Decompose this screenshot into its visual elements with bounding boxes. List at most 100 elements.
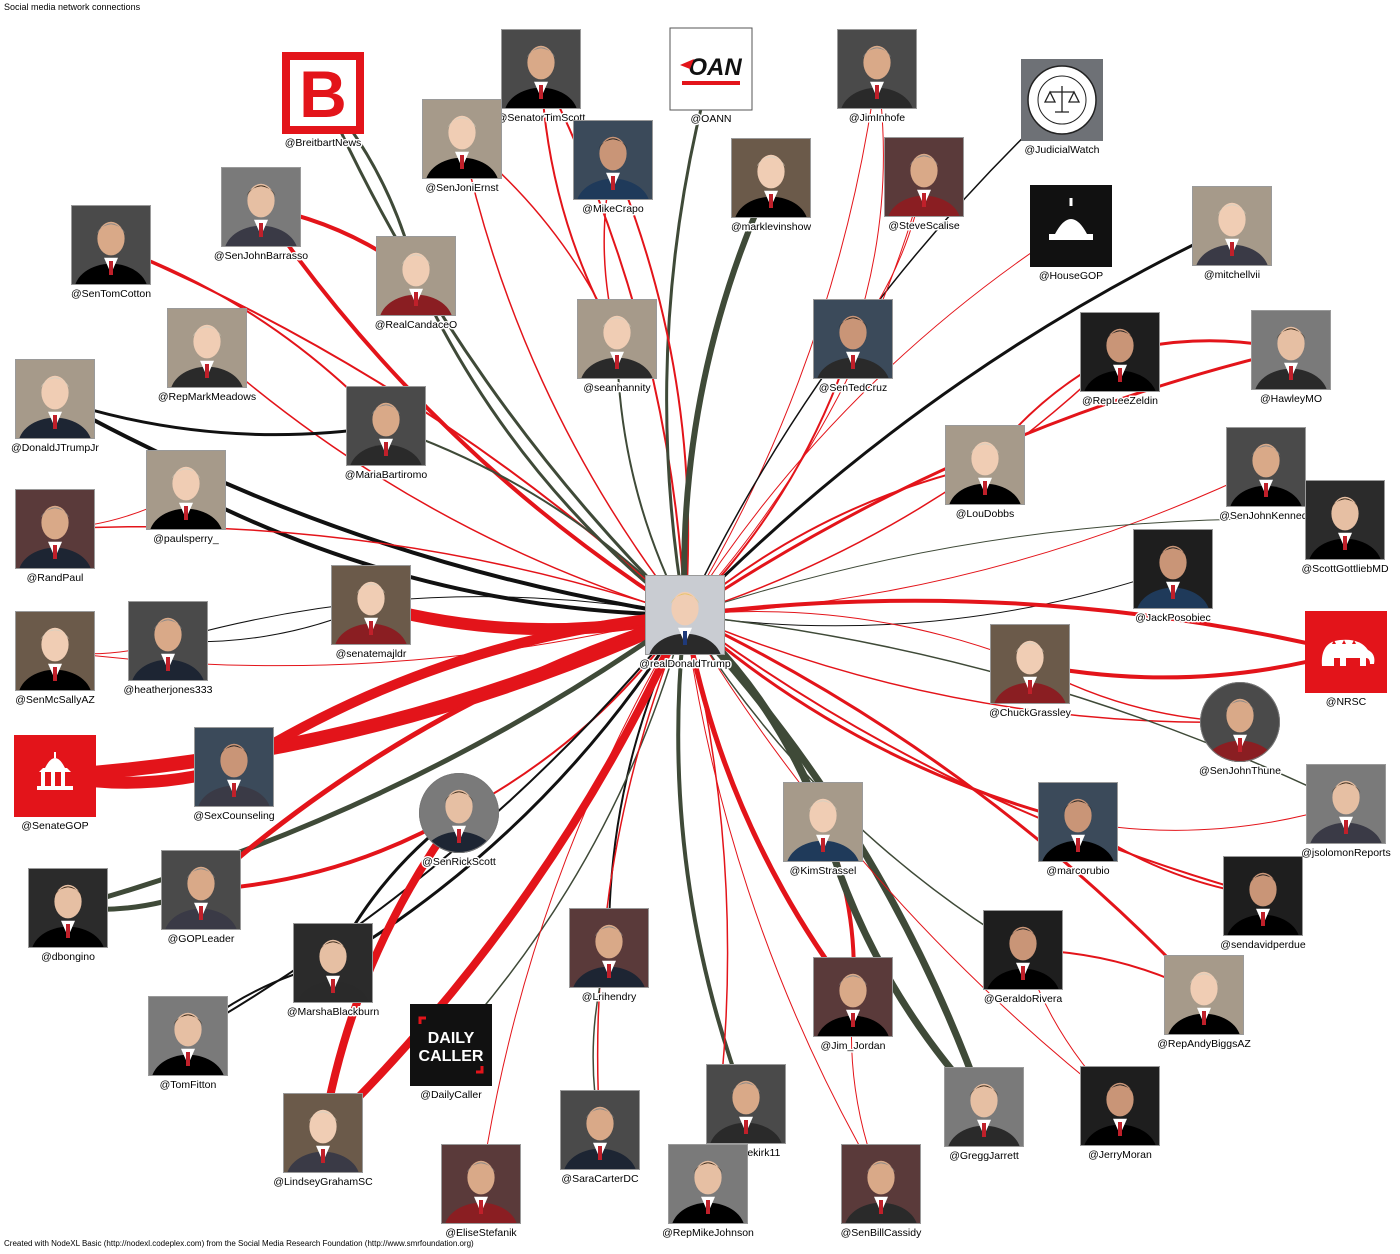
node-GreggJarrett[interactable]: @GreggJarrett (944, 1067, 1024, 1180)
node-label: @SenRickScott (422, 856, 496, 868)
edge-realDonaldTrump-heatherjones333 (167, 596, 686, 642)
node-SenateGOP[interactable]: @SenateGOP (14, 735, 96, 834)
logo-wordmark: OAN (688, 54, 742, 81)
edge-realDonaldTrump-DonaldJTrumpJr (53, 397, 687, 617)
edge-realDonaldTrump-EliseStefanik (480, 614, 686, 1185)
node-HawleyMO[interactable]: @HawleyMO (1251, 310, 1331, 423)
node-DonaldJTrumpJr[interactable]: @DonaldJTrumpJr (10, 359, 101, 472)
node-MikeCrapo[interactable]: @MikeCrapo (573, 120, 653, 233)
edge-realDonaldTrump-RandPaul (54, 526, 686, 616)
portrait-icon (71, 205, 151, 285)
node-label: @GOPLeader (168, 933, 235, 945)
node-RepMarkMeadows[interactable]: @RepMarkMeadows (156, 308, 258, 421)
node-ChuckGrassley[interactable]: @ChuckGrassley (988, 624, 1073, 737)
node-JimInhofe[interactable]: @JimInhofe (837, 29, 917, 142)
portrait-icon (161, 850, 241, 930)
node-SaraCarterDC[interactable]: @SaraCarterDC (560, 1090, 640, 1203)
node-OANN[interactable]: OAN@OANN (669, 27, 753, 127)
portrait-icon (813, 299, 893, 379)
edge-NRSC-ChuckGrassley (1028, 650, 1348, 680)
portrait-icon (837, 29, 917, 109)
portrait-icon (1164, 955, 1244, 1035)
node-MarshaBlackburn[interactable]: @MarshaBlackburn (285, 923, 381, 1036)
node-realDonaldTrump[interactable]: @realDonaldTrump (638, 575, 732, 688)
node-KimStrassel[interactable]: @KimStrassel (783, 782, 863, 895)
node-SenBillCassidy[interactable]: @SenBillCassidy (839, 1144, 924, 1254)
node-GeraldoRivera[interactable]: @GeraldoRivera (982, 910, 1064, 1023)
capitol-dome-icon (1030, 185, 1112, 267)
node-SenTomCotton[interactable]: @SenTomCotton (69, 205, 153, 318)
node-SenJoniErnst[interactable]: @SenJoniErnst (422, 99, 502, 212)
footer-credit: Created with NodeXL Basic (http://nodexl… (4, 1239, 474, 1248)
portrait-icon (945, 425, 1025, 505)
node-label: @RepAndyBiggsAZ (1157, 1038, 1251, 1050)
portrait-icon (15, 489, 95, 569)
node-marklevinshow[interactable]: @marklevinshow (729, 138, 813, 251)
node-RepMikeJohnson[interactable]: @RepMikeJohnson (661, 1144, 756, 1254)
edge-realDonaldTrump-BreitbartNews (321, 91, 687, 617)
portrait-icon (569, 908, 649, 988)
node-label: @seanhannity (583, 382, 651, 394)
portrait-icon (1192, 186, 1272, 266)
portrait-icon (346, 386, 426, 466)
node-SenTedCruz[interactable]: @SenTedCruz (813, 299, 893, 412)
node-JackPosobiec[interactable]: @JackPosobiec (1133, 529, 1213, 642)
node-label: @DonaldJTrumpJr (11, 442, 99, 454)
node-RepAndyBiggsAZ[interactable]: @RepAndyBiggsAZ (1156, 955, 1253, 1068)
node-label: @SenMcSallyAZ (15, 694, 95, 706)
node-Jim_Jordan[interactable]: @Jim_Jordan (813, 957, 893, 1070)
node-LouDobbs[interactable]: @LouDobbs (945, 425, 1025, 538)
node-jsolomonReports[interactable]: @jsolomonReports (1300, 764, 1392, 877)
node-label: @SexCounseling (193, 810, 274, 822)
edge-realDonaldTrump-RealCandaceO (414, 274, 687, 617)
node-mitchellvii[interactable]: @mitchellvii (1192, 186, 1272, 299)
node-seanhannity[interactable]: @seanhannity (577, 299, 657, 412)
node-SexCounseling[interactable]: @SexCounseling (192, 727, 276, 840)
node-marcorubio[interactable]: @marcorubio (1038, 782, 1118, 895)
node-SteveScalise[interactable]: @SteveScalise (884, 137, 964, 250)
node-senatemajldr[interactable]: @senatemajldr (331, 565, 411, 678)
node-TomFitton[interactable]: @TomFitton (148, 996, 228, 1109)
node-BreitbartNews[interactable]: B@BreitbartNews (282, 52, 364, 151)
node-ScottGottliebMD[interactable]: @ScottGottliebMD (1300, 480, 1390, 593)
edge-realDonaldTrump-Jim_Jordan (682, 612, 856, 1000)
node-SenJohnThune[interactable]: @SenJohnThune (1198, 682, 1283, 795)
node-label: @KimStrassel (790, 865, 857, 877)
edge-realDonaldTrump-RepMarkMeadows (206, 347, 686, 616)
node-label: @SenBillCassidy (841, 1227, 922, 1239)
node-SenMcSallyAZ[interactable]: @SenMcSallyAZ (14, 611, 97, 724)
node-HouseGOP[interactable]: @HouseGOP (1030, 185, 1112, 284)
node-label: @JerryMoran (1088, 1149, 1152, 1161)
node-paulsperry_[interactable]: @paulsperry_ (146, 450, 226, 563)
node-JudicialWatch[interactable]: @JudicialWatch (1021, 59, 1103, 158)
portrait-icon (1251, 310, 1331, 390)
node-RealCandaceO[interactable]: @RealCandaceO (373, 236, 459, 349)
portrait-icon (645, 575, 725, 655)
portrait-icon (983, 910, 1063, 990)
portrait-icon (1200, 682, 1280, 762)
logo-wordmark-line: DAILY (428, 1030, 475, 1047)
node-NRSC[interactable]: @NRSC (1305, 611, 1387, 710)
node-SenJohnKennedy[interactable]: @SenJohnKennedy (1218, 427, 1315, 540)
node-SenRickScott[interactable]: @SenRickScott (419, 773, 499, 886)
node-JerryMoran[interactable]: @JerryMoran (1080, 1066, 1160, 1179)
node-SenJohnBarrasso[interactable]: @SenJohnBarrasso (212, 167, 310, 280)
node-label: @SaraCarterDC (561, 1173, 639, 1185)
node-EliseStefanik[interactable]: @EliseStefanik (441, 1144, 521, 1254)
node-SenatorTimScott[interactable]: @SenatorTimScott (495, 29, 587, 142)
node-GOPLeader[interactable]: @GOPLeader (161, 850, 241, 963)
node-dbongino[interactable]: @dbongino (28, 868, 108, 981)
node-RepLeeZeldin[interactable]: @RepLeeZeldin (1080, 312, 1160, 425)
node-label: @GreggJarrett (949, 1150, 1019, 1162)
node-MariaBartiromo[interactable]: @MariaBartiromo (343, 386, 429, 499)
judicial-watch-seal-icon (1021, 59, 1103, 141)
node-RandPaul[interactable]: @RandPaul (15, 489, 95, 602)
portrait-icon (573, 120, 653, 200)
portrait-icon (1226, 427, 1306, 507)
node-Lrihendry[interactable]: @Lrihendry (569, 908, 649, 1021)
node-sendavidperdue[interactable]: @sendavidperdue (1219, 856, 1307, 969)
node-heatherjones333[interactable]: @heatherjones333 (122, 601, 214, 714)
node-LindseyGrahamSC[interactable]: @LindseyGrahamSC (272, 1093, 375, 1206)
